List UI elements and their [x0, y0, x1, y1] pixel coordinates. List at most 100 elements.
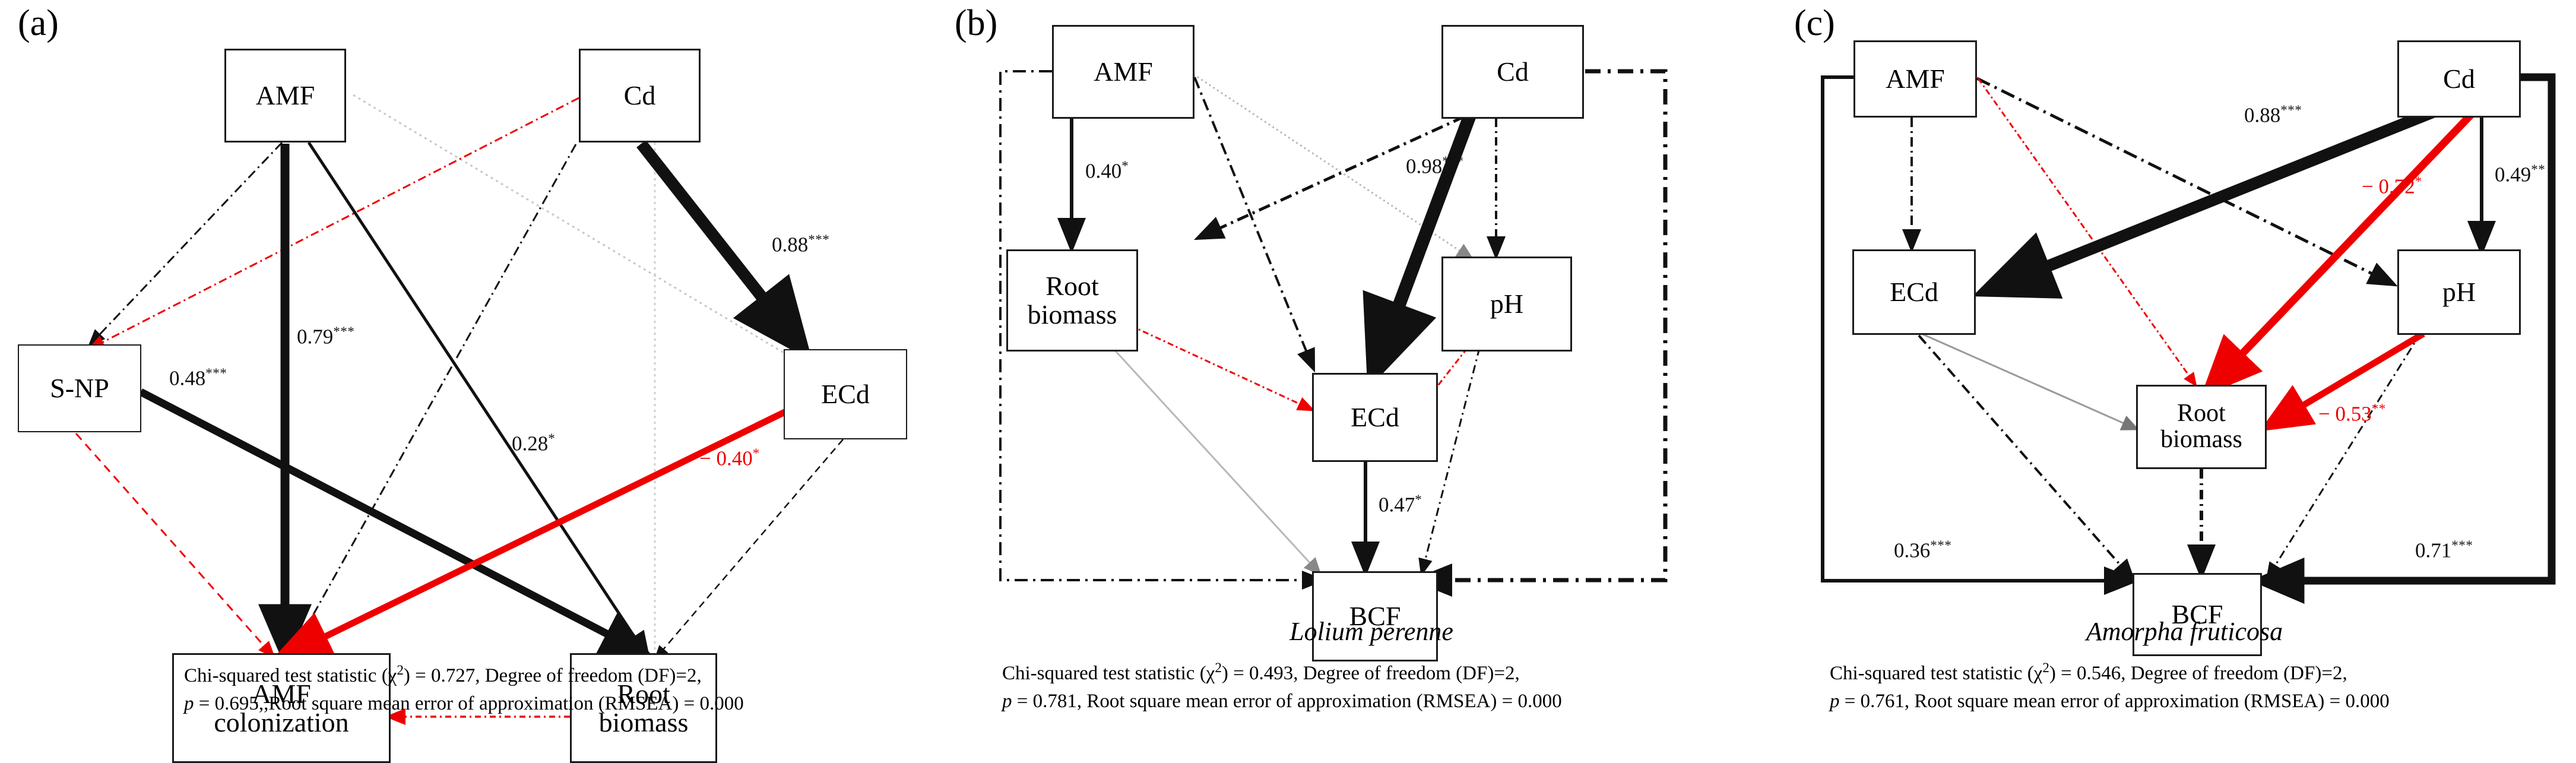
path-ph-bcf-ns — [2266, 332, 2422, 581]
coef-amf-amfcolonization-stars: *** — [333, 324, 355, 339]
coef-cd-ecd-value: 0.88 — [772, 233, 809, 257]
coef-cd-rootbiomass-stars: * — [2415, 173, 2422, 189]
coef-ecd-bcf-value: 0.47 — [1379, 493, 1415, 517]
node-ph[interactable]: pH — [1441, 257, 1572, 352]
panel-c-stats-line2: p = 0.761, Root square mean error of app… — [1830, 690, 2390, 712]
node-ph-label: pH — [1490, 289, 1524, 319]
path-snp-rootbiomass — [139, 388, 655, 658]
coef-cd-ph-value: 0.49 — [2495, 163, 2531, 186]
coef-amf-bcf: 0.36*** — [1894, 537, 1951, 563]
node-amf-label: AMF — [255, 80, 315, 111]
path-amf-ph-ns — [1976, 77, 2398, 287]
path-amf-ecd-ns — [353, 94, 790, 357]
coef-cd-bcf: 0.71*** — [2415, 537, 2473, 563]
node-cd-label: Cd — [2443, 64, 2475, 94]
coef-ph-rootbiomass-stars: ** — [2371, 401, 2386, 416]
panel-b-letter: (b) — [955, 3, 998, 43]
node-root-biomass-line1: Root — [617, 678, 670, 709]
node-amf-label: AMF — [1094, 56, 1153, 87]
node-ecd[interactable]: ECd — [784, 349, 907, 439]
path-amf-bcf — [1821, 75, 2140, 595]
node-ph[interactable]: pH — [2397, 249, 2521, 335]
panel-b-stats: Chi-squared test statistic (χ2) = 0.493,… — [1002, 658, 1774, 715]
panel-c: (c) — [1793, 0, 2576, 721]
panel-b-species: Lolium perenne — [1289, 617, 1453, 646]
coef-amf-amfcolonization-value: 0.79 — [297, 325, 334, 349]
node-ecd[interactable]: ECd — [1852, 249, 1976, 335]
panel-c-stats-line1: Chi-squared test statistic (χ2) = 0.546,… — [1830, 660, 2347, 684]
coef-cd-ecd-value: 0.88 — [2244, 103, 2281, 127]
node-ph-label: pH — [2442, 277, 2476, 308]
path-ecd-rootbiomass-ns — [654, 439, 844, 660]
node-snp[interactable]: S-NP — [18, 344, 141, 432]
coef-amf-amfcolonization: 0.79*** — [297, 324, 354, 349]
node-bcf[interactable]: BCF — [1312, 571, 1438, 661]
node-ecd[interactable]: ECd — [1312, 373, 1438, 462]
coef-amf-rootbiomass-value: 0.40 — [1085, 159, 1122, 183]
coef-cd-ecd-stars: *** — [2280, 102, 2302, 118]
coef-cd-ecd: 0.88*** — [2244, 102, 2302, 128]
panel-c-stats: Chi-squared test statistic (χ2) = 0.546,… — [1830, 658, 2572, 715]
node-root-biomass-line1: Root — [1045, 271, 1099, 302]
panel-a-paths — [75, 94, 844, 725]
node-amf[interactable]: AMF — [1853, 40, 1977, 118]
node-ecd-label: ECd — [1351, 402, 1399, 433]
coef-amf-rootbiomass-stars: * — [548, 430, 556, 446]
coef-amf-rootbiomass-stars: * — [1121, 158, 1129, 173]
node-amf[interactable]: AMF — [1052, 25, 1194, 119]
node-cd[interactable]: Cd — [1441, 25, 1584, 119]
path-amf-rootbiomass-ns — [1977, 78, 2197, 387]
coef-amf-rootbiomass: 0.40* — [1085, 158, 1129, 183]
node-amf[interactable]: AMF — [224, 49, 346, 143]
coef-amf-rootbiomass: 0.28* — [512, 430, 555, 456]
node-root-biomass[interactable]: Root biomass — [1006, 249, 1138, 352]
coef-ph-rootbiomass-value: − 0.53 — [2318, 402, 2372, 426]
node-root-biomass[interactable]: Root biomass — [2136, 385, 2267, 469]
panel-a-stats-line1: Chi-squared test statistic (χ2) = 0.727,… — [184, 662, 702, 686]
path-ecd-rootbiomass-ns — [1918, 331, 2140, 430]
path-amf-snp-ns — [87, 141, 283, 347]
node-bcf-label: BCF — [1349, 601, 1401, 632]
coef-ecd-amfcolonization-value: − 0.40 — [699, 447, 753, 470]
coef-amf-bcf-stars: *** — [1930, 537, 1952, 553]
path-ecd-bcf-ns — [1918, 334, 2136, 583]
panel-c-paths — [1821, 73, 2556, 604]
coef-snp-rootbiomass-value: 0.48 — [169, 366, 206, 390]
path-amf-rootbiomass — [307, 141, 651, 661]
path-cd-bcf-ns — [1411, 69, 1668, 597]
node-cd[interactable]: Cd — [2397, 40, 2521, 118]
path-ecd-amfcolonization — [267, 407, 791, 665]
path-cd-ecd — [636, 140, 813, 362]
path-amf-ecd-ns — [1193, 77, 1316, 373]
coef-snp-rootbiomass-stars: *** — [205, 365, 227, 381]
panel-c-letter: (c) — [1794, 3, 1835, 43]
panel-a-stats-line2: p = 0.695,,Root square mean error of app… — [184, 692, 744, 714]
path-cd-snp-ns — [87, 97, 579, 350]
coef-cd-bcf-value: 0.71 — [2415, 539, 2452, 562]
node-cd-label: Cd — [1497, 56, 1529, 87]
node-root-biomass-line1: Root — [2177, 400, 2226, 428]
path-amf-bcf-ns — [999, 70, 1326, 590]
coef-cd-ecd-stars: *** — [1442, 153, 1464, 169]
coef-ecd-amfcolonization-stars: * — [752, 445, 760, 461]
panel-a: (a) — [0, 0, 950, 763]
node-root-biomass-line2: biomass — [1027, 299, 1117, 330]
coef-amf-rootbiomass-value: 0.28 — [512, 432, 549, 455]
path-cd-ecd — [1972, 77, 2508, 299]
node-ecd-label: ECd — [821, 379, 870, 410]
node-bcf-label: BCF — [2171, 599, 2223, 630]
coef-cd-ecd: 0.88*** — [772, 232, 829, 257]
coef-cd-ecd-stars: *** — [808, 232, 830, 247]
panel-b-stats-line2: p = 0.781, Root square mean error of app… — [1002, 690, 1562, 712]
coef-cd-ph: 0.49** — [2495, 162, 2545, 187]
node-root-biomass-line2: biomass — [2160, 426, 2242, 453]
node-amf-label: AMF — [1886, 64, 1945, 94]
node-cd[interactable]: Cd — [579, 49, 701, 143]
node-bcf[interactable]: BCF — [2133, 573, 2262, 656]
panel-a-letter: (a) — [18, 3, 59, 43]
path-ph-bcf-ns — [1418, 329, 1485, 577]
path-cd-bcf — [2250, 73, 2556, 604]
path-amf-ph-ns — [1193, 73, 1475, 261]
coef-ecd-amfcolonization: − 0.40* — [699, 445, 760, 471]
coef-cd-ecd-value: 0.98 — [1406, 154, 1443, 178]
